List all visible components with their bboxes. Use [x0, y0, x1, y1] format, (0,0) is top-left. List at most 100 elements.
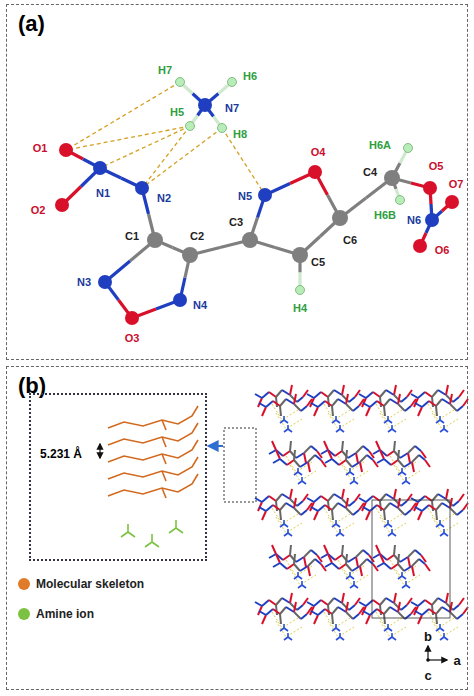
amine-ion — [121, 532, 128, 537]
packed-bond — [377, 563, 384, 567]
atom — [308, 165, 322, 179]
atom — [413, 239, 427, 253]
hydrogen-bond — [390, 456, 416, 472]
packed-bond — [301, 406, 307, 411]
atom — [384, 170, 400, 186]
ammonium-ion — [443, 633, 445, 637]
hydrogen-bond — [328, 413, 354, 429]
ammonium-ion — [354, 481, 358, 484]
packed-bond — [352, 462, 360, 467]
ammonium-ion — [336, 628, 340, 631]
atom-label: C3 — [229, 217, 243, 228]
packed-bond — [349, 397, 355, 402]
ammonium-ion — [384, 524, 388, 527]
packed-bond — [276, 397, 277, 407]
ammonium-ion — [406, 585, 410, 588]
atom-label: H7 — [158, 65, 172, 76]
ammonium-ion — [388, 637, 392, 640]
packed-bond — [338, 503, 346, 508]
packed-bond — [373, 450, 380, 454]
packed-bond — [332, 399, 338, 406]
packed-bond — [366, 392, 373, 398]
atom — [296, 286, 305, 295]
ammonium-ion — [340, 429, 344, 432]
packed-bond — [286, 503, 294, 508]
packed-bond — [415, 611, 422, 615]
packed-molecule — [255, 489, 308, 527]
packed-bond — [459, 598, 464, 605]
packed-bond — [304, 550, 311, 557]
ammonium-ion — [302, 585, 306, 588]
packed-molecule — [359, 489, 412, 527]
hydrogen-bond — [222, 128, 265, 195]
packed-bond — [276, 390, 282, 397]
hydrogen-bond — [286, 456, 312, 472]
packed-bond — [325, 505, 332, 510]
packed-bond — [296, 557, 304, 562]
packed-bond — [425, 392, 432, 397]
atom-label: C2 — [190, 231, 204, 242]
packed-bond — [438, 390, 446, 395]
ammonium-ion — [350, 576, 354, 579]
amine-ion — [176, 528, 183, 533]
pointer-arrow — [209, 445, 223, 447]
atom-label: H6 — [243, 71, 257, 82]
packed-bond — [418, 511, 422, 520]
crystal-packing — [209, 385, 468, 662]
packed-molecule — [311, 498, 364, 536]
packed-bond — [356, 453, 358, 463]
packed-bond — [334, 390, 342, 395]
ammonium-ion — [440, 533, 444, 536]
packed-bond — [314, 407, 318, 416]
packed-bond — [276, 554, 280, 563]
packed-bond — [262, 600, 269, 606]
packed-bond — [366, 615, 370, 624]
packed-molecule — [255, 385, 308, 423]
packed-bond — [334, 598, 342, 603]
ammonium-ion — [280, 524, 284, 527]
packed-bond — [359, 394, 366, 398]
packed-bond — [390, 503, 398, 508]
amine-ion — [128, 532, 135, 537]
packed-bond — [418, 407, 422, 416]
packed-bond — [294, 554, 295, 564]
packed-bond — [398, 564, 404, 571]
packed-bond — [332, 459, 339, 465]
ammonium-ion — [336, 637, 340, 640]
packed-molecule — [377, 450, 430, 484]
axis-origin — [426, 658, 430, 662]
packed-bond — [436, 399, 442, 406]
ammonium-ion — [440, 637, 444, 640]
hydrogen-bond — [276, 413, 302, 429]
skeleton-layer — [162, 488, 166, 498]
hydrogen-bond — [342, 569, 368, 585]
bond — [300, 218, 340, 255]
packed-bond — [311, 550, 317, 555]
packed-bond — [294, 498, 296, 508]
packed-bond — [303, 494, 308, 501]
bond — [62, 168, 100, 205]
ammonium-ion — [339, 633, 341, 637]
hydrogen-bond — [380, 413, 406, 429]
packed-bond — [415, 550, 421, 555]
packed-molecule — [307, 593, 360, 631]
atom — [218, 124, 227, 133]
packed-bond — [311, 611, 318, 615]
ammonium-ion — [402, 472, 406, 475]
packed-bond — [335, 555, 342, 560]
inset-stack — [100, 406, 198, 547]
hydrogen-bond — [290, 465, 316, 481]
atom-label: N5 — [238, 191, 252, 202]
atom — [396, 196, 405, 205]
packed-bond — [400, 557, 408, 562]
packed-bond — [290, 545, 291, 555]
packed-bond — [391, 564, 398, 569]
skeleton-layer — [162, 437, 166, 447]
panel-box: (a) — [6, 4, 468, 360]
packed-molecule — [307, 385, 360, 423]
packed-molecule — [359, 385, 412, 423]
packed-molecule — [269, 545, 322, 579]
atom — [147, 232, 163, 248]
packed-bond — [262, 407, 266, 416]
ammonium-ion — [294, 576, 298, 579]
